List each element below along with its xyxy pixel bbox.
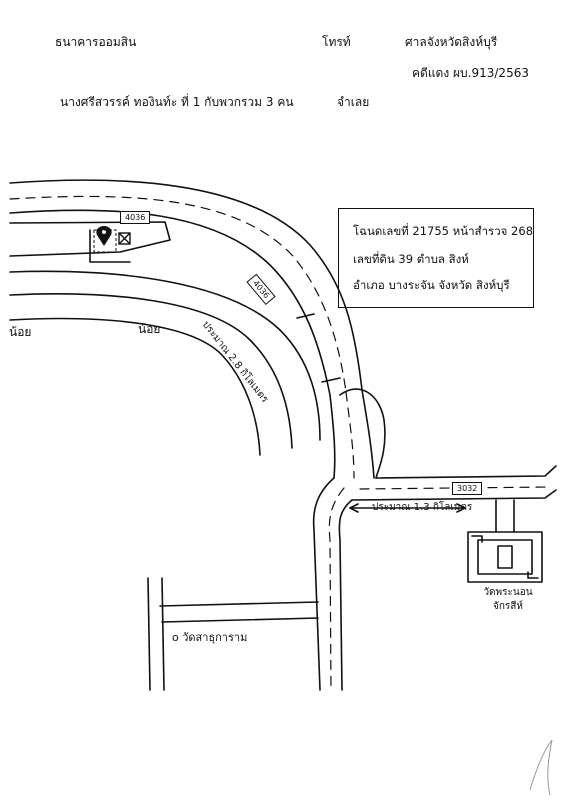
road-tick-2: [321, 377, 341, 383]
court-name: ศาลจังหวัดสิงห์บุรี: [405, 35, 498, 49]
road-down-center: [345, 391, 355, 479]
road-4036-centerline: [9, 195, 347, 393]
road-down-right: [361, 389, 375, 479]
phone-label: โทรท์: [322, 35, 351, 49]
side-road-top: [159, 601, 319, 607]
deed-line-1: โฉนดเลขที่ 21755 หน้าสำรวจ 268: [353, 224, 534, 238]
river-bank-2: [9, 293, 293, 449]
case-number: คดีแดง ผบ.913/2563: [412, 66, 529, 80]
road-3032-bottom: [351, 489, 557, 501]
road-main-left: [312, 477, 335, 691]
river-bank-1: [9, 270, 321, 441]
lane-left-top: [9, 221, 171, 257]
temple-bottom-label: o วัดสาธุการาม: [172, 631, 248, 644]
lane-left-inner: [89, 229, 131, 263]
road-3032-top: [375, 465, 557, 479]
river-bank-3: [9, 317, 261, 456]
road-3032-center: [359, 486, 551, 490]
deed-info-box: โฉนดเลขที่ 21755 หน้าสำรวจ 268 เลขที่ดิน…: [338, 208, 534, 308]
road-loop: [339, 388, 386, 479]
distance-arrow-head-left: [349, 503, 359, 513]
road-main-center: [328, 487, 345, 691]
road-tick-1: [296, 313, 315, 319]
route-4036-label: 4036: [120, 211, 151, 224]
road-4036-bottom-edge: [9, 209, 331, 396]
road-main-right: [338, 499, 353, 691]
map-pin-icon: [96, 226, 112, 246]
deed-line-2: เลขที่ดิน 39 ตำบล สิงห์: [353, 252, 469, 266]
crossed-box-icon: [118, 232, 131, 245]
deed-line-3: อำเภอ บางระจัน จังหวัด สิงห์บุรี: [353, 278, 510, 292]
temple-corner-tl: [471, 535, 483, 543]
distance-arrow-head-right: [456, 503, 466, 513]
road-down-left: [329, 394, 336, 479]
bank-name: ธนาคารออมสิน: [55, 35, 137, 49]
temple-right-label: วัดพระนอน จักรสีห์: [483, 587, 533, 612]
debtor-name: นางศรีสวรรค์ ทองินท์ะ ที่ 1 กับพวกรวม 3 …: [60, 95, 294, 109]
signature-mark: [529, 739, 553, 796]
route-3032-label: 3032: [452, 482, 483, 495]
river-label-mid: น้อย: [138, 322, 161, 336]
side-road-vertical-2: [161, 577, 165, 691]
defendant-label: จำเลย: [337, 95, 370, 109]
distance-straight-label: ประมาณ 1.3 กิโลเมตร: [372, 502, 473, 513]
side-road-vertical-1: [147, 577, 151, 691]
side-road-bottom: [161, 617, 319, 623]
temple-corner-br: [527, 571, 539, 579]
temple-compound-inner: [477, 539, 533, 575]
temple-compound-outer: [467, 531, 543, 583]
temple-building: [497, 545, 513, 569]
property-outline: [93, 229, 117, 253]
river-label-left: น้อย: [9, 325, 32, 339]
road-4036-top-edge: [9, 179, 363, 391]
